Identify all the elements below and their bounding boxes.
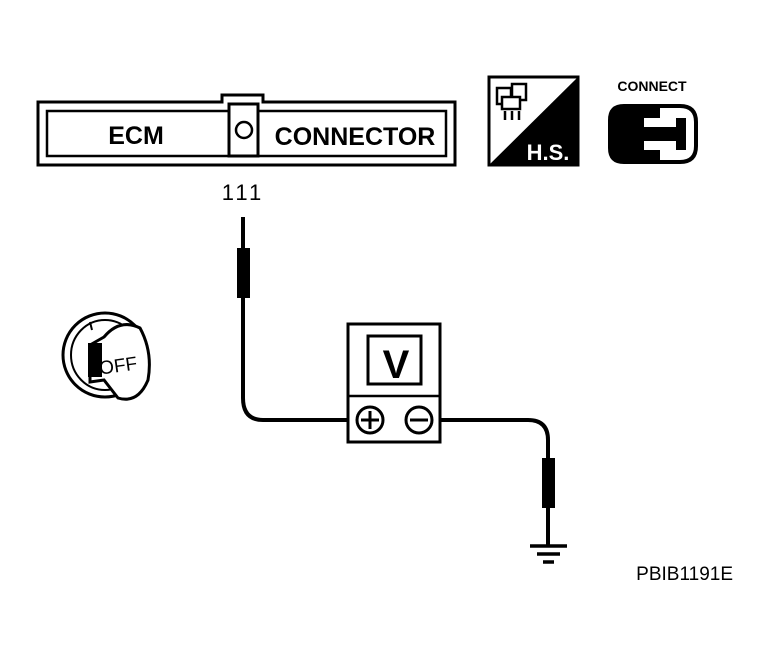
- ecm-label: ECM: [108, 122, 164, 150]
- ground-icon: [530, 544, 567, 564]
- positive-terminal-icon: [355, 405, 385, 435]
- wiring: [241, 217, 550, 545]
- hs-icon: H.S.: [487, 75, 580, 167]
- reference-code: PBIB1191E: [636, 564, 733, 585]
- ignition-off-label: OFF: [98, 354, 139, 380]
- connector-pin-hole: [234, 120, 254, 140]
- connector-label: CONNECTOR: [275, 123, 436, 151]
- probe-negative: [542, 458, 555, 508]
- negative-terminal-icon: [404, 405, 434, 435]
- connect-label: CONNECT: [617, 78, 687, 94]
- terminal-number: 111: [222, 180, 264, 205]
- ecm-connector: ECM CONNECTOR: [36, 93, 457, 167]
- connect-icon: CONNECT: [608, 78, 698, 164]
- probe-positive: [237, 248, 250, 298]
- voltmeter-label: V: [383, 343, 410, 387]
- voltmeter: V: [346, 322, 442, 444]
- ignition-key-icon: OFF: [61, 311, 151, 401]
- hs-label: H.S.: [527, 140, 570, 165]
